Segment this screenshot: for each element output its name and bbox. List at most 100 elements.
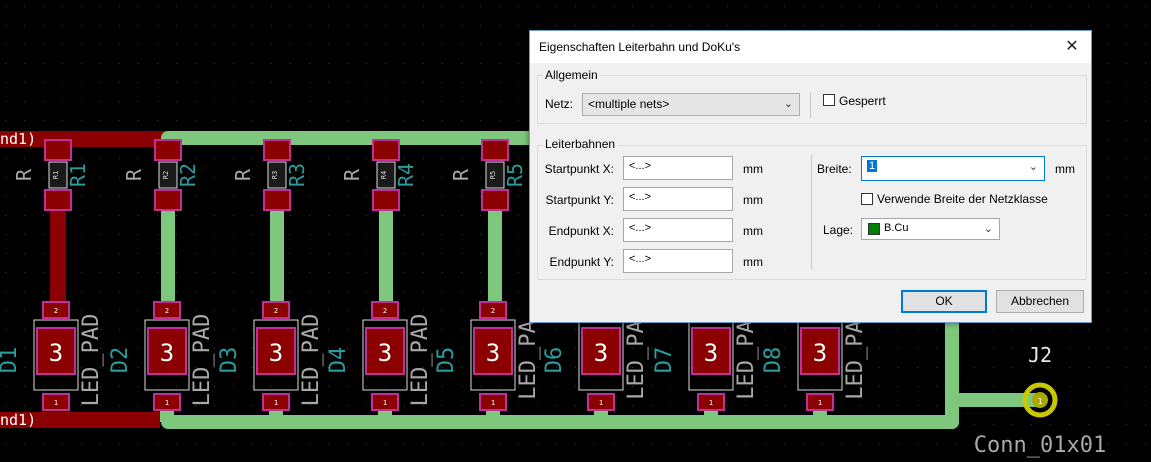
cancel-button[interactable]: Abbrechen (996, 290, 1084, 313)
grid-dot (328, 158, 329, 159)
grid-dot (423, 82, 424, 83)
grid-dot (233, 215, 234, 216)
grid-dot (81, 272, 82, 273)
grid-dot (119, 44, 120, 45)
grid-dot (518, 196, 519, 197)
grid-dot (461, 6, 462, 7)
grid-dot (385, 6, 386, 7)
led-designator: D8 (761, 347, 786, 374)
grid-dot (138, 215, 139, 216)
resistor-value: R (122, 168, 146, 181)
grid-dot (138, 63, 139, 64)
grid-dot (233, 158, 234, 159)
resistor-body (267, 161, 287, 189)
grid-dot (404, 272, 405, 273)
width-combo[interactable]: 1 ⌄ (861, 156, 1045, 181)
grid-dot (936, 348, 937, 349)
grid-dot (917, 6, 918, 7)
grid-dot (499, 44, 500, 45)
led-pad (262, 301, 290, 319)
start-x-input[interactable]: <...> (623, 156, 733, 180)
grid-dot (309, 272, 310, 273)
grid-dot (670, 6, 671, 7)
led-pad-number: 1 (709, 399, 713, 407)
grid-dot (499, 82, 500, 83)
grid-dot (423, 386, 424, 387)
grid-dot (1107, 405, 1108, 406)
end-x-input[interactable]: <...> (623, 218, 733, 242)
grid-dot (765, 367, 766, 368)
grid-dot (119, 443, 120, 444)
grid-dot (480, 101, 481, 102)
grid-dot (442, 63, 443, 64)
grid-dot (157, 386, 158, 387)
grid-dot (1069, 6, 1070, 7)
grid-dot (1088, 424, 1089, 425)
grid-dot (43, 272, 44, 273)
grid-dot (499, 25, 500, 26)
grid-dot (290, 120, 291, 121)
grid-dot (1126, 44, 1127, 45)
grid-dot (1126, 177, 1127, 178)
grid-dot (1126, 272, 1127, 273)
grid-dot (1126, 196, 1127, 197)
led-thermal-pad (256, 327, 296, 375)
grid-dot (328, 44, 329, 45)
grid-dot (803, 386, 804, 387)
grid-dot (518, 101, 519, 102)
grid-dot (803, 25, 804, 26)
resistor-pad (372, 189, 400, 211)
grid-dot (879, 348, 880, 349)
grid-dot (138, 348, 139, 349)
grid-dot (461, 44, 462, 45)
grid-dot (385, 82, 386, 83)
end-y-input[interactable]: <...> (623, 249, 733, 273)
led-pad-number: 1 (165, 399, 169, 407)
layer-select[interactable]: B.Cu ⌄ (861, 218, 1000, 240)
start-y-input[interactable]: <...> (623, 187, 733, 211)
grid-dot (138, 443, 139, 444)
led-pad (479, 301, 507, 319)
grid-dot (347, 253, 348, 254)
grid-dot (81, 63, 82, 64)
grid-dot (347, 196, 348, 197)
led-pad (587, 393, 615, 411)
grid-dot (214, 348, 215, 349)
grid-dot (119, 196, 120, 197)
grid-dot (993, 386, 994, 387)
net-select[interactable]: <multiple nets> ⌄ (582, 93, 800, 116)
grid-dot (1050, 424, 1051, 425)
grid-dot (347, 6, 348, 7)
grid-dot (81, 101, 82, 102)
locked-checkbox[interactable] (823, 94, 835, 106)
grid-dot (81, 348, 82, 349)
net-label: Netz: (545, 97, 574, 111)
grid-dot (252, 253, 253, 254)
grid-dot (233, 63, 234, 64)
grid-dot (765, 405, 766, 406)
close-icon[interactable]: ✕ (1065, 38, 1079, 55)
grid-dot (1145, 405, 1146, 406)
grid-dot (537, 25, 538, 26)
led-pad (42, 393, 70, 411)
net-label: nd1) (0, 130, 36, 148)
grid-dot (100, 120, 101, 121)
grid-dot (309, 101, 310, 102)
grid-dot (423, 234, 424, 235)
width-label: Breite: (817, 162, 852, 176)
grid-dot (5, 443, 6, 444)
grid-dot (784, 329, 785, 330)
grid-dot (1126, 139, 1127, 140)
grid-dot (1069, 424, 1070, 425)
netclass-width-checkbox[interactable] (861, 193, 873, 205)
grid-dot (252, 386, 253, 387)
ok-button[interactable]: OK (901, 290, 987, 313)
grid-dot (461, 405, 462, 406)
grid-dot (518, 158, 519, 159)
grid-dot (157, 291, 158, 292)
grid-dot (81, 177, 82, 178)
grid-dot (442, 291, 443, 292)
led-pad-number: 1 (383, 399, 387, 407)
grid-dot (898, 348, 899, 349)
